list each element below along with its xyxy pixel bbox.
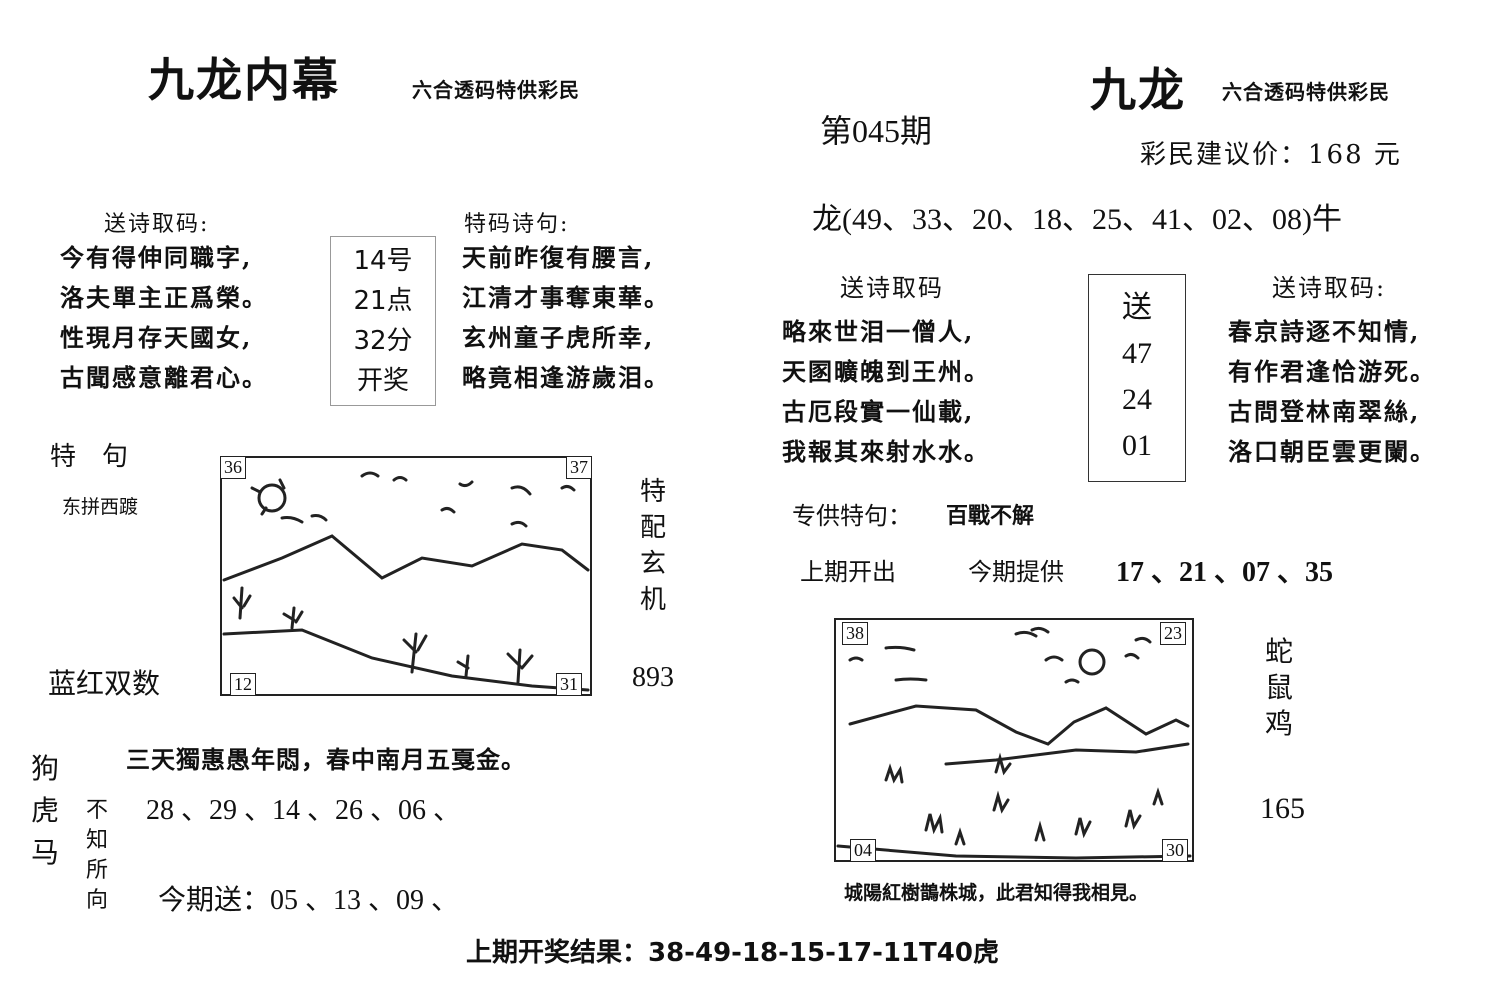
te-ju-label: 特 句 (50, 442, 129, 472)
special-poem-line: 江清才事奪東華。 (462, 283, 670, 312)
unknown-direction-vertical: 不 知 所 向 (85, 798, 108, 913)
right-poem-line: 洛口朝臣雲更闌。 (1228, 437, 1436, 466)
right-poem-line: 我報其來射水水。 (782, 437, 990, 466)
te-ju-text: 东拼西踱 (62, 496, 139, 518)
left-corner-top-left: 36 (220, 456, 246, 479)
special-poem-line: 天前昨復有腰言, (462, 243, 655, 272)
right-poem-line: 略來世泪一僧人, (782, 317, 975, 346)
left-poem-line: 古聞感意離君心。 (60, 363, 268, 392)
right-poem-heading-left: 送诗取码 (840, 274, 944, 302)
right-poem-line: 古厄段實一仙載, (782, 397, 975, 426)
animals-vertical: 狗 虎 马 (30, 752, 59, 869)
draw-label: 开奖 (356, 366, 409, 396)
number-893: 893 (632, 662, 674, 693)
right-title: 九龙 (1090, 63, 1186, 117)
left-landscape-picture: 36 37 12 31 (220, 456, 592, 696)
left-poem-line: 今有得伸同職字, (60, 243, 253, 272)
last-open-label: 上期开出 (800, 558, 896, 586)
right-corner-top-right: 23 (1160, 622, 1186, 645)
draw-time-box: 14号 21点 32分 开奖 (330, 236, 436, 406)
provide-numbers: 17 、21 、07 、35 (1116, 557, 1334, 588)
left-line-poem: 三天獨惠愚年悶，春中南月五戛金。 (126, 745, 526, 774)
special-label: 专供特句： (792, 502, 912, 530)
send-box: 送 47 24 01 (1088, 274, 1186, 482)
number-165: 165 (1260, 792, 1305, 825)
send-label: 送 (1122, 291, 1152, 324)
last-result: 上期开奖结果：38-49-18-15-17-11T40虎 (466, 938, 999, 968)
right-poem-line: 春京詩逐不知情, (1228, 317, 1421, 346)
left-poem-line: 洛夫單主正爲榮。 (60, 283, 268, 312)
today-send: 今期送：05 、13 、09 、 (158, 885, 460, 916)
left-corner-bottom-left: 12 (230, 673, 256, 696)
left-poem: 今有得伸同職字, 洛夫單主正爲榮。 性現月存天國女, 古聞感意離君心。 (60, 238, 268, 398)
right-poem-line: 有作君逢恰游死。 (1228, 357, 1436, 386)
price: 彩民建议价：168 元 (1140, 140, 1402, 170)
draw-hour: 21点 (353, 286, 413, 316)
right-poem-heading-right: 送诗取码: (1272, 274, 1387, 302)
special-poem-heading: 特码诗句: (464, 212, 570, 237)
send-number: 24 (1122, 383, 1152, 416)
special-poem-line: 略竟相逢游歲泪。 (462, 363, 670, 392)
right-corner-top-left: 38 (842, 622, 868, 645)
right-poem-right: 春京詩逐不知情, 有作君逢恰游死。 古問登林南翠絲, 洛口朝臣雲更闌。 (1228, 312, 1436, 472)
left-poem-heading: 送诗取码: (104, 212, 210, 237)
left-subtitle: 六合透码特供彩民 (412, 78, 580, 102)
right-poem-line: 古問登林南翠絲, (1228, 397, 1421, 426)
draw-minute: 32分 (353, 326, 413, 356)
left-side-vertical: 特 配 玄 机 (639, 477, 666, 615)
blue-red-label: 蓝红双数 (48, 667, 161, 700)
special-poem: 天前昨復有腰言, 江清才事奪東華。 玄州童子虎所幸, 略竟相逢游歲泪。 (462, 238, 670, 398)
zodiac-vertical: 蛇 鼠 鸡 (1264, 635, 1293, 740)
dragon-line: 龙(49、33、20、18、25、41、02、08)牛 (812, 203, 1342, 236)
draw-day: 14号 (353, 246, 413, 276)
right-poem-left: 略來世泪一僧人, 天圂曠魄到王州。 古厄段實一仙載, 我報其來射水水。 (782, 312, 990, 472)
right-bottom-poem: 城陽紅樹鵲株城，此君知得我相見。 (844, 882, 1149, 904)
send-number: 47 (1122, 337, 1152, 370)
left-corner-bottom-right: 31 (556, 673, 582, 696)
right-landscape-picture: 38 23 04 30 (834, 618, 1194, 862)
left-title: 九龙内幕 (148, 53, 340, 107)
left-corner-top-right: 37 (566, 456, 592, 479)
issue-number: 第045期 (820, 113, 933, 149)
right-corner-bottom-right: 30 (1162, 839, 1188, 862)
left-poem-line: 性現月存天國女, (60, 323, 253, 352)
left-numbers-row: 28 、29 、14 、26 、06 、 (146, 795, 462, 826)
special-text: 百戰不解 (946, 503, 1035, 529)
send-number: 01 (1122, 429, 1152, 462)
right-corner-bottom-left: 04 (850, 839, 876, 862)
special-poem-line: 玄州童子虎所幸, (462, 323, 655, 352)
right-landscape-drawing (836, 626, 1192, 860)
right-subtitle: 六合透码特供彩民 (1222, 80, 1390, 104)
provide-label: 今期提供 (968, 558, 1064, 586)
left-landscape-drawing (222, 471, 590, 692)
right-poem-line: 天圂曠魄到王州。 (782, 357, 990, 386)
